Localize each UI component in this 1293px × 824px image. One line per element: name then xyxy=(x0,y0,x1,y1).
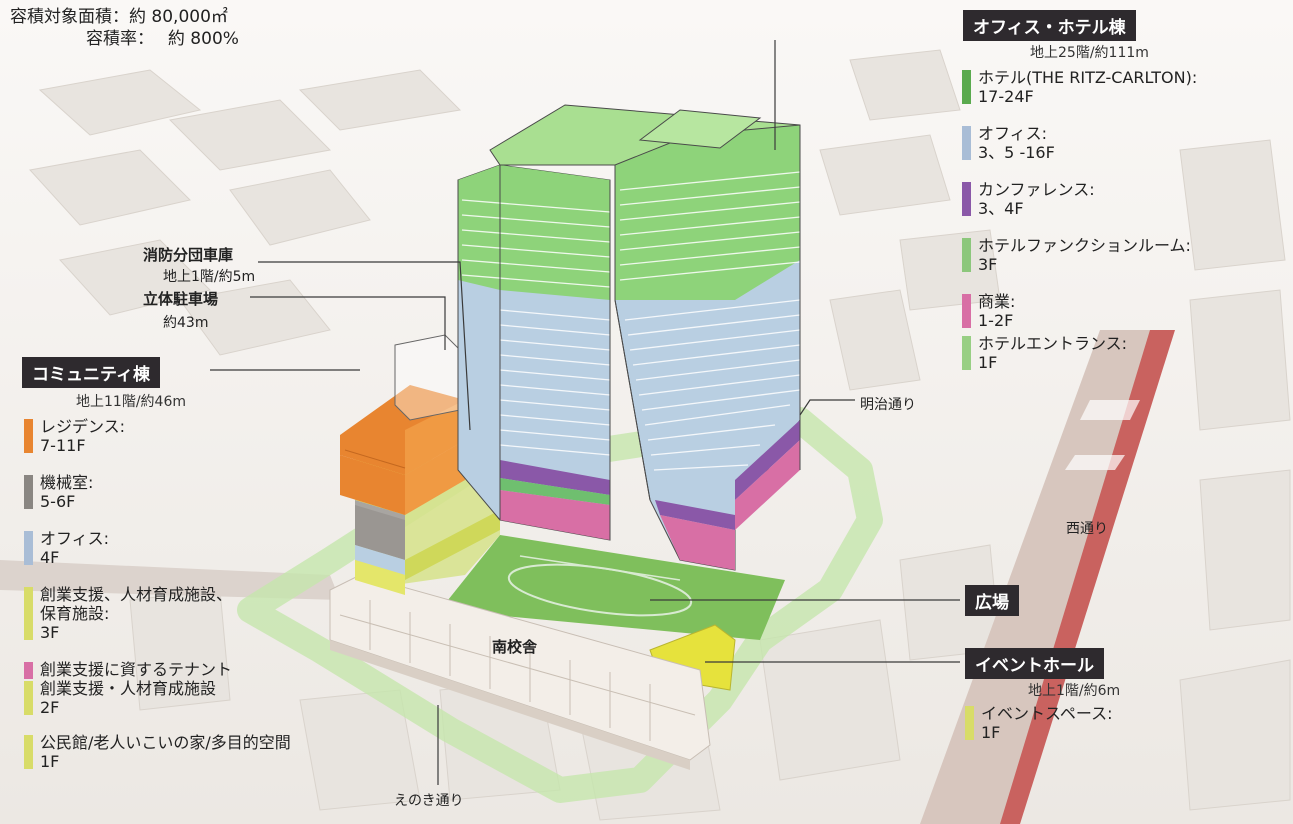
office-hotel-legend: ホテル(THE RITZ-CARLTON):17-24F オフィス:3、5 -16… xyxy=(962,68,1197,376)
legend-swatch xyxy=(24,419,33,453)
legend-item-name: 創業支援に資するテナント xyxy=(40,660,233,679)
event-hall-legend: イベントスペース:1F xyxy=(965,704,1112,750)
legend-swatch-secondary xyxy=(24,681,33,715)
legend-item-floors: 1F xyxy=(978,353,998,372)
far-text: 容積率： 約 800% xyxy=(86,29,239,49)
legend-item-floors: 2F xyxy=(40,698,60,717)
legend-item-name: カンファレンス: xyxy=(978,180,1095,199)
legend-swatch xyxy=(24,531,33,565)
area-summary: 容積対象面積：約 80,000㎡ 容積率： 約 800% xyxy=(10,6,239,50)
legend-item-name-2: 創業支援・人材育成施設 xyxy=(40,679,217,698)
road-network xyxy=(0,330,1175,824)
legend-item: レジデンス:7-11F xyxy=(24,417,291,455)
legend-swatch xyxy=(24,475,33,509)
office-hotel-title: オフィス・ホテル棟 xyxy=(963,10,1136,41)
legend-swatch xyxy=(24,735,33,769)
legend-item-name: ホテルエントランス: xyxy=(978,334,1128,353)
legend-item-name: 公民館/老人いこいの家/多目的空間 xyxy=(40,733,291,752)
legend-item-floors: 4F xyxy=(40,548,60,567)
legend-swatch xyxy=(24,662,33,679)
legend-item-name: ホテルファンクションルーム: xyxy=(978,236,1191,255)
community-title: コミュニティ棟 xyxy=(22,357,160,388)
community-legend: レジデンス:7-11F 機械室:5-6F オフィス:4F 創業支援、人材育成施設、保育… xyxy=(24,417,291,775)
legend-item-floors: 7-11F xyxy=(40,436,86,455)
legend-item-floors: 3F xyxy=(978,255,998,274)
legend-item-floors: 1F xyxy=(40,752,60,771)
legend-item: ホテルエントランス:1F xyxy=(962,334,1197,372)
plaza-area xyxy=(440,535,785,640)
office-hotel-tower xyxy=(457,104,801,571)
legend-item-floors: 3F xyxy=(40,623,60,642)
legend-item: ホテル(THE RITZ-CARLTON):17-24F xyxy=(962,68,1197,106)
fire-station-label: 消防分団車庫 xyxy=(143,246,234,264)
nishi-road-label: 西通り xyxy=(1066,521,1108,537)
legend-swatch xyxy=(962,238,971,272)
legend-swatch xyxy=(962,294,971,328)
legend-item-name: レジデンス: xyxy=(40,417,126,436)
legend-swatch xyxy=(24,587,33,640)
legend-swatch xyxy=(962,336,971,370)
plaza-title: 広場 xyxy=(965,585,1019,616)
legend-item: 機械室:5-6F xyxy=(24,473,291,511)
legend-item-floors: 3、4F xyxy=(978,199,1024,218)
legend-item-floors: 3、5 -16F xyxy=(978,143,1055,162)
fire-station-spec: 地上1階/約5m xyxy=(163,269,256,285)
legend-item: オフィス:4F xyxy=(24,529,291,567)
meiji-road-label: 明治通り xyxy=(860,397,916,413)
legend-item: カンファレンス:3、4F xyxy=(962,180,1197,218)
south-school-label: 南校舎 xyxy=(492,638,538,656)
legend-item-floors: 17-24F xyxy=(978,87,1034,106)
parking-spec: 約43m xyxy=(163,315,209,331)
event-hall-title: イベントホール xyxy=(965,648,1104,679)
legend-item: 商業:1-2F xyxy=(962,292,1197,330)
floor-area-text: 容積対象面積：約 80,000㎡ xyxy=(10,7,228,27)
legend-item-name: 商業: xyxy=(978,292,1016,311)
legend-item-name: ホテル(THE RITZ-CARLTON): xyxy=(978,68,1198,87)
south-school-building xyxy=(329,574,711,770)
legend-item-name: オフィス: xyxy=(978,124,1048,143)
legend-item: オフィス:3、5 -16F xyxy=(962,124,1197,162)
office-hotel-floors: 地上25階/約111m xyxy=(1030,45,1149,61)
legend-item: 創業支援、人材育成施設、保育施設:3F xyxy=(24,585,291,642)
city-blocks xyxy=(29,49,1291,821)
legend-item-name-2: 保育施設: xyxy=(40,604,110,623)
legend-swatch xyxy=(962,126,971,160)
legend-item-floors: 5-6F xyxy=(40,492,76,511)
legend-item: イベントスペース:1F xyxy=(965,704,1112,742)
legend-item-name: 機械室: xyxy=(40,473,94,492)
legend-swatch xyxy=(962,70,971,104)
event-hall-floors: 地上1階/約6m xyxy=(1028,683,1121,699)
enoki-road-label: えのき通り xyxy=(394,793,464,809)
legend-item-name: イベントスペース: xyxy=(981,704,1113,723)
leader-lines xyxy=(210,40,960,785)
legend-item: ホテルファンクションルーム:3F xyxy=(962,236,1197,274)
parking-label: 立体駐車場 xyxy=(143,290,219,308)
legend-item-name: オフィス: xyxy=(40,529,110,548)
legend-item-name: 創業支援、人材育成施設、 xyxy=(40,585,233,604)
legend-item-floors: 1-2F xyxy=(978,311,1014,330)
community-floors: 地上11階/約46m xyxy=(76,394,186,410)
legend-swatch xyxy=(962,182,971,216)
legend-item-floors: 1F xyxy=(981,723,1001,742)
legend-swatch xyxy=(965,706,974,740)
community-building xyxy=(340,334,500,595)
